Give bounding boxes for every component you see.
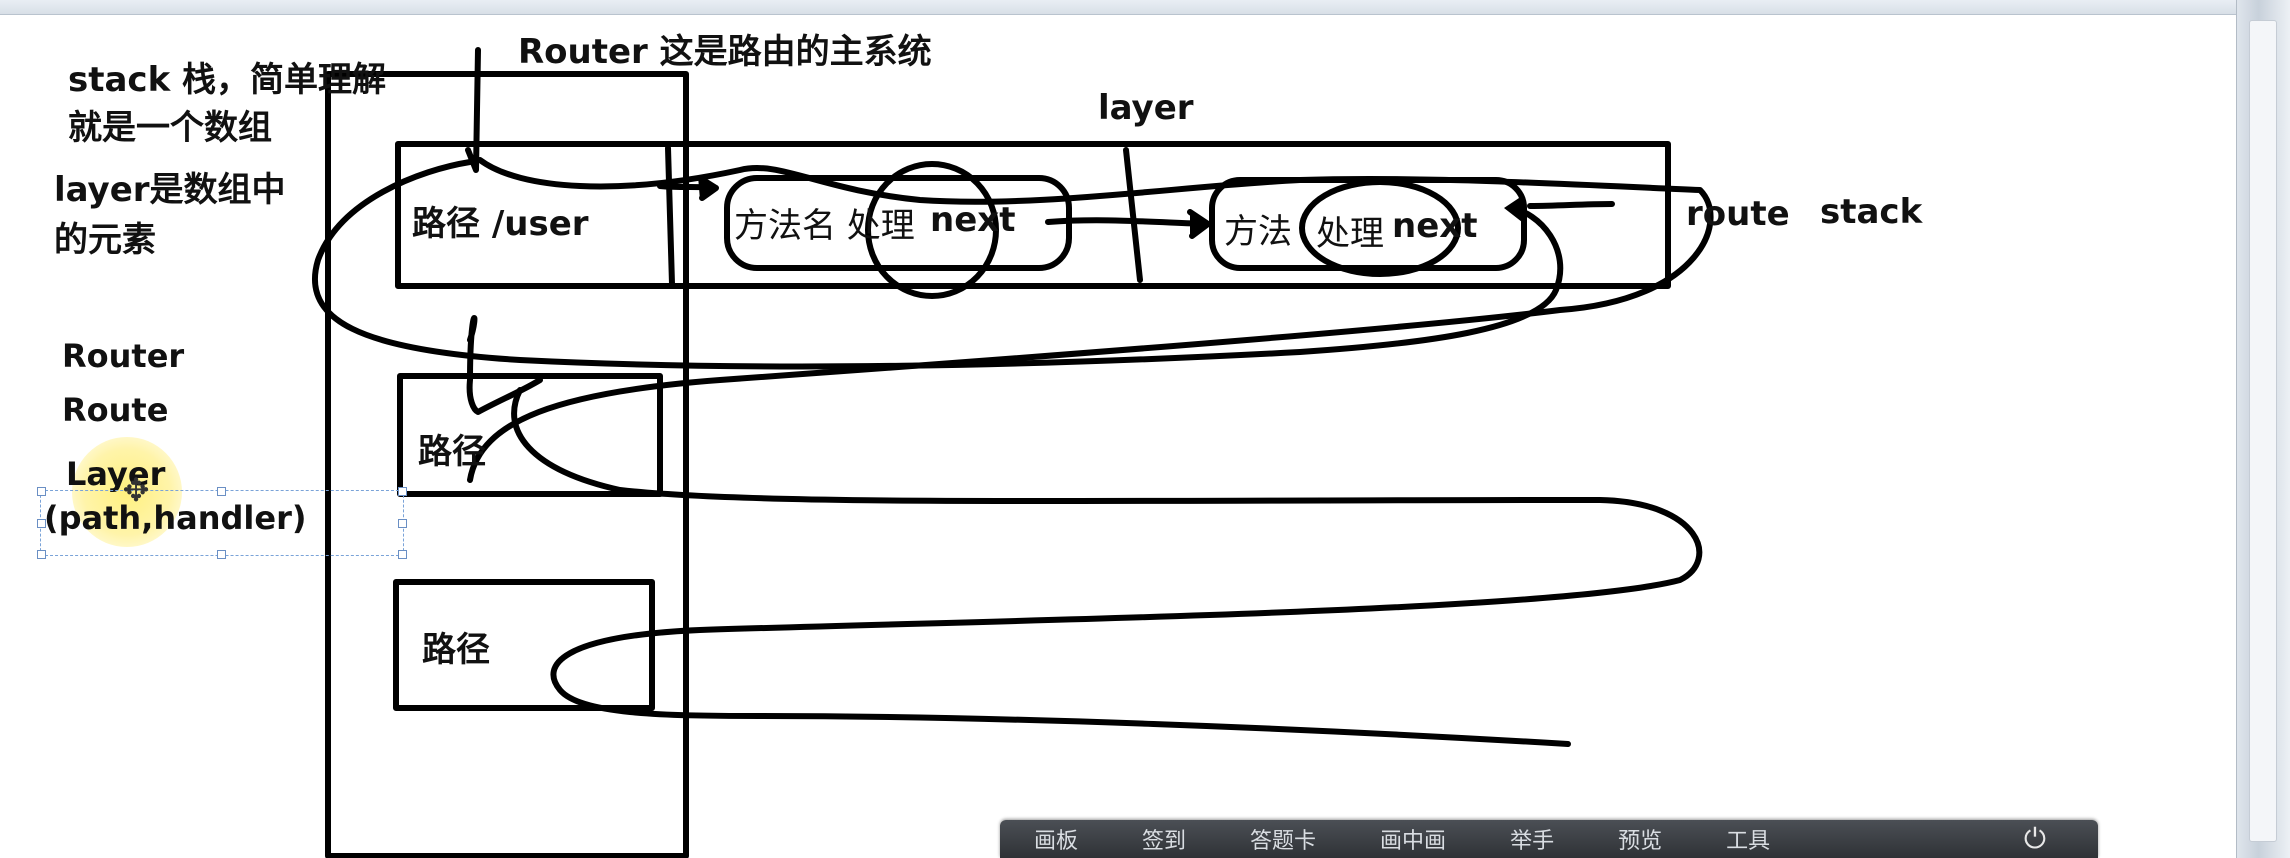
list-layer: Layer (66, 455, 166, 493)
toolbar-item-checkin[interactable]: 签到 (1142, 829, 1187, 854)
path-box-3 (393, 579, 655, 711)
resize-handle-tl[interactable] (37, 487, 46, 496)
arrowhead-2 (1190, 210, 1212, 238)
method-short-label: 方法 (1224, 212, 1292, 252)
stack-right-label: stack (1820, 192, 1923, 232)
loop-stroke-2 (311, 159, 1564, 370)
toolbar-item-preview[interactable]: 预览 (1618, 829, 1663, 854)
bottom-toolbar: 画板 签到 答题卡 画中画 举手 预览 工具 ⏻ (1000, 820, 2098, 858)
route-right-label: route (1686, 194, 1790, 234)
toolbar-item-answer-card[interactable]: 答题卡 (1250, 829, 1317, 854)
arrow-3 (1527, 201, 1615, 209)
path-label-3: 路径 (422, 630, 490, 670)
layer-note-line1: layer是数组中 (54, 170, 286, 210)
layer-top-label: layer (1098, 88, 1194, 128)
loop-stroke-4 (511, 387, 1703, 747)
scroll-track[interactable] (2249, 20, 2277, 842)
resize-handle-ml[interactable] (37, 519, 46, 528)
next-label-1: next (930, 200, 1016, 240)
resize-handle-tm[interactable] (217, 487, 226, 496)
divider-1 (665, 145, 675, 287)
toolbar-item-raise-hand[interactable]: 举手 (1510, 829, 1555, 854)
list-router: Router (62, 337, 185, 375)
next-label-2: next (1392, 206, 1478, 246)
inner-ellipse-2 (1299, 179, 1461, 277)
path-box-2 (397, 373, 663, 497)
handler-label-2: 处理 (1316, 214, 1384, 254)
vertical-scrollbar[interactable] (2236, 0, 2290, 858)
router-line (465, 47, 481, 173)
selected-text-box[interactable] (37, 487, 407, 559)
resize-handle-tr[interactable] (398, 487, 407, 496)
router-title: Router 这是路由的主系统 (518, 32, 932, 72)
list-route: Route (62, 391, 169, 429)
top-window-strip (0, 0, 2250, 15)
stack-note-line1: stack 栈，简单理解 (68, 60, 387, 100)
loop-stroke-3 (466, 314, 543, 415)
path-label-2: 路径 (418, 432, 486, 472)
method-handler-label: 方法名 处理 (734, 206, 915, 246)
list-params: (path,handler) (44, 499, 307, 537)
loop-stroke-1 (467, 157, 1714, 483)
stack-note-line2: 就是一个数组 (68, 108, 272, 148)
toolbar-item-tools[interactable]: 工具 (1726, 829, 1771, 854)
toolbar-item-pip[interactable]: 画中画 (1380, 829, 1447, 854)
layer-note-line2: 的元素 (54, 220, 156, 260)
resize-handle-bm[interactable] (217, 550, 226, 559)
resize-handle-mr[interactable] (398, 519, 407, 528)
arrowhead-3 (1504, 196, 1522, 222)
inner-ellipse-1 (865, 161, 999, 299)
divider-2 (1123, 147, 1143, 283)
arrowhead-1 (698, 176, 716, 200)
toolbar-item-board[interactable]: 画板 (1034, 829, 1079, 854)
power-icon[interactable]: ⏻ (2023, 822, 2047, 855)
resize-handle-br[interactable] (398, 550, 407, 559)
path-user-label: 路径 /user (412, 204, 589, 244)
resize-handle-bl[interactable] (37, 550, 46, 559)
cursor-highlight (72, 437, 182, 547)
router-rect (325, 71, 689, 858)
top-stack-rect (395, 141, 1671, 289)
move-cursor-icon: ✥ (122, 471, 150, 509)
